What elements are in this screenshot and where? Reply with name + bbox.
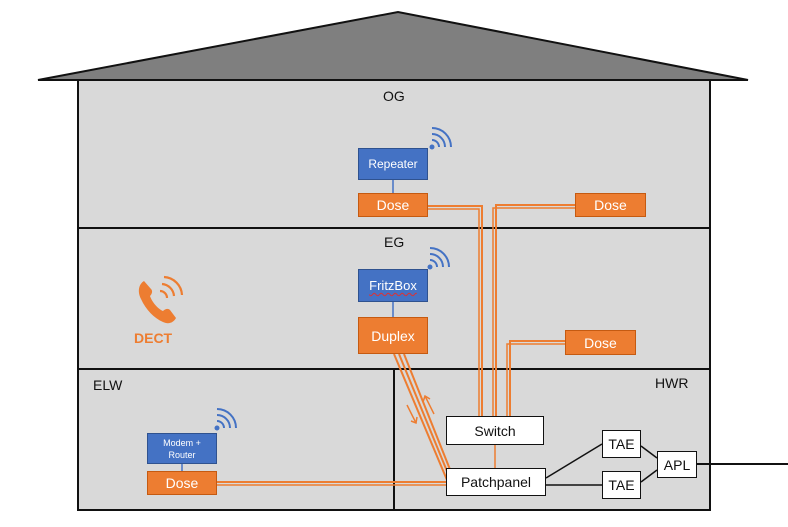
room-label-hwr: HWR <box>655 375 689 391</box>
tae-top: TAE <box>602 430 641 458</box>
roof <box>37 10 749 81</box>
cable-og-left-2 <box>428 208 480 418</box>
cable-duplex-1 <box>393 353 448 481</box>
repeater-device: Repeater <box>358 148 428 180</box>
dose-elw: Dose <box>147 471 217 495</box>
cable-duplex-3 <box>403 353 452 473</box>
cable-duplex-2 <box>398 353 450 477</box>
dect-label: DECT <box>134 330 173 346</box>
duplex-device: Duplex <box>358 317 428 354</box>
arrow-up-icon <box>424 395 435 415</box>
cable-eg-dose-2 <box>506 343 566 418</box>
cable-og-right <box>495 204 576 418</box>
wifi-icon <box>429 127 452 150</box>
fritzbox-label: FritzBox <box>369 278 417 293</box>
modem-router-label-1: Modem + <box>163 437 201 448</box>
cable-og-right-2 <box>492 207 576 418</box>
link-tae-top-apl <box>640 445 658 459</box>
dose-eg: Dose <box>565 330 636 355</box>
tae-bottom: TAE <box>602 471 641 499</box>
phone-wireless-icon <box>138 275 184 324</box>
dose-og-left: Dose <box>358 193 428 217</box>
apl-device: APL <box>657 451 697 478</box>
link-tae-bottom-apl <box>640 469 658 483</box>
fritzbox-device: FritzBox <box>358 269 428 302</box>
cable-og-left <box>428 205 483 418</box>
wifi-icon <box>427 247 450 270</box>
room-label-elw: ELW <box>93 377 123 393</box>
patchpanel-device: Patchpanel <box>446 468 546 496</box>
modem-router-device: Modem + Router <box>147 433 217 464</box>
modem-router-label-2: Router <box>168 449 196 460</box>
floor-label-eg: EG <box>384 234 405 250</box>
dose-og-right: Dose <box>575 193 646 217</box>
cable-eg-dose <box>509 340 566 418</box>
arrow-down-icon <box>406 404 417 424</box>
switch-device: Switch <box>446 416 544 445</box>
floor-label-og: OG <box>383 88 405 104</box>
link-patchpanel-tae-top <box>545 443 603 479</box>
room-elw <box>77 368 395 511</box>
wifi-icon <box>214 408 237 431</box>
